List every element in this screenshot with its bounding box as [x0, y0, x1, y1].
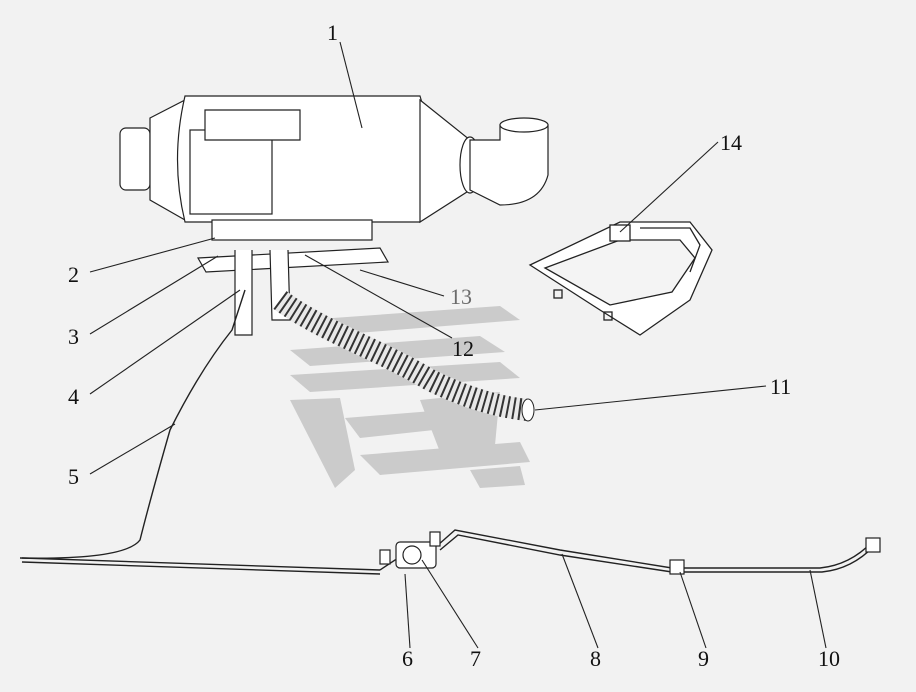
callout-3: 3	[68, 324, 79, 349]
callout-8: 8	[590, 646, 601, 671]
callout-1: 1	[327, 20, 338, 45]
callout-11: 11	[770, 374, 792, 399]
callout-4: 4	[68, 384, 79, 409]
callout-6: 6	[402, 646, 413, 671]
control-panel	[528, 221, 713, 336]
fuel-pump	[379, 531, 881, 575]
callout-2: 2	[68, 262, 79, 287]
fuel-line	[19, 289, 875, 575]
heater-unit	[119, 95, 549, 336]
callout-13: 13	[450, 284, 472, 309]
callout-5: 5	[68, 464, 79, 489]
exhaust-hose	[273, 291, 535, 422]
leader-lines	[89, 41, 827, 649]
callout-10: 10	[818, 646, 840, 671]
callout-7: 7	[470, 646, 481, 671]
callout-14: 14	[720, 130, 742, 155]
callout-9: 9	[698, 646, 709, 671]
callout-12: 12	[452, 336, 474, 361]
